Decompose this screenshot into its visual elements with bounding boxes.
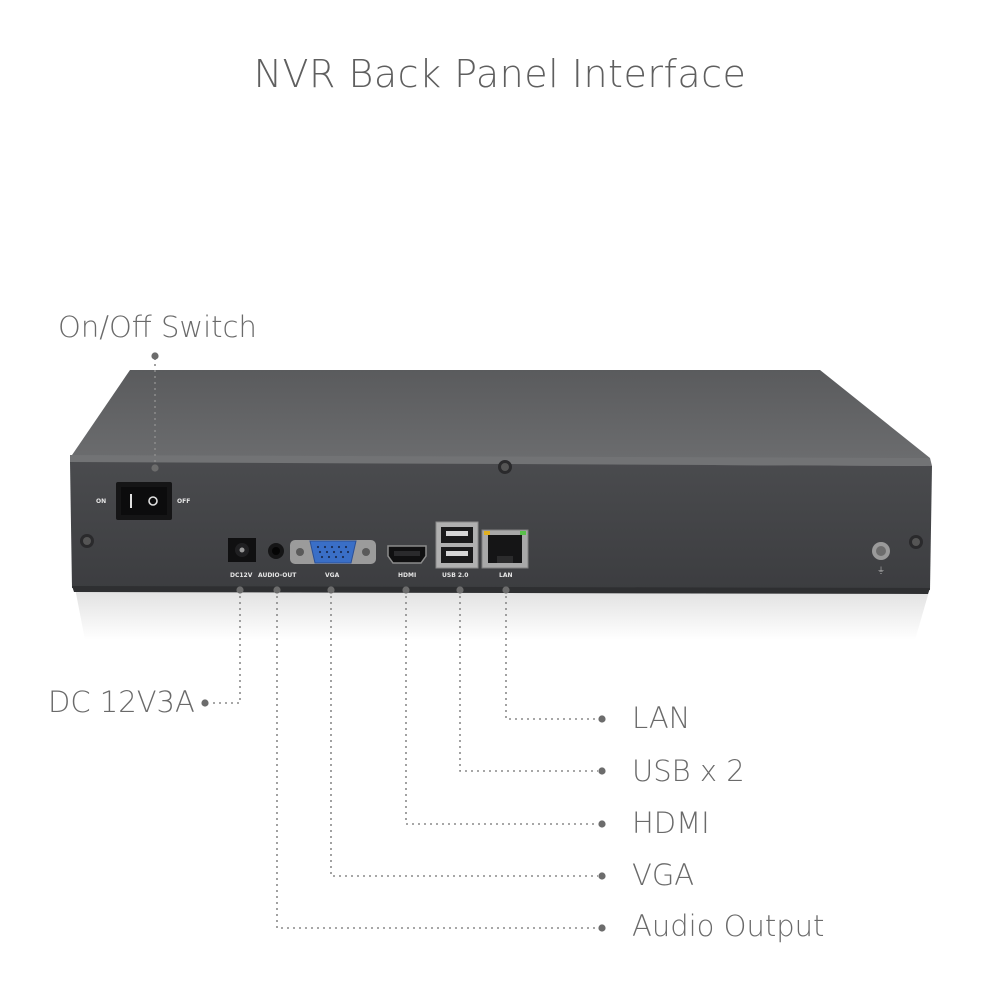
callout-leader-lines — [154, 358, 598, 929]
nvr-front-face — [70, 462, 932, 590]
vga-port-label: VGA — [325, 572, 340, 579]
dc-jack — [228, 538, 256, 562]
hdmi-port-label: HDMI — [398, 572, 416, 579]
callout-dots — [151, 352, 606, 932]
svg-text:⏚: ⏚ — [877, 566, 885, 575]
callout-hdmi: HDMI — [632, 806, 710, 840]
nvr-bottom-edge — [72, 586, 930, 594]
dc-port-label: DC12V — [230, 572, 253, 579]
vga-port — [290, 540, 376, 564]
callout-vga: VGA — [632, 858, 695, 892]
audio-out-jack — [268, 543, 284, 559]
callout-audio: Audio Output — [632, 909, 825, 943]
diagram-title: NVR Back Panel Interface — [253, 52, 747, 96]
lan-port-label: LAN — [499, 572, 513, 579]
callout-switch: On/Off Switch — [58, 310, 257, 344]
screw-icon — [909, 535, 923, 549]
floor-shadow — [75, 588, 930, 640]
screw-icon — [80, 534, 94, 548]
nvr-top-face — [70, 370, 930, 458]
lan-port — [481, 529, 529, 569]
usb-port-label: USB 2.0 — [442, 572, 468, 579]
leader-line-audio — [276, 590, 598, 929]
callout-lan: LAN — [632, 701, 691, 735]
leader-line-usb — [459, 590, 598, 772]
callout-usb: USB x 2 — [632, 754, 745, 788]
callout-dc: DC 12V3A — [48, 685, 195, 719]
power-switch — [116, 482, 172, 520]
screw-icon — [498, 460, 512, 474]
ground-screw-icon: ⏚ — [872, 542, 890, 575]
hdmi-port — [387, 545, 427, 564]
switch-off-label: OFF — [177, 498, 190, 505]
leader-line-vga — [330, 590, 598, 877]
usb-ports — [435, 521, 479, 569]
audio-port-label: AUDIO-OUT — [258, 572, 297, 579]
leader-line-lan — [505, 590, 598, 720]
switch-on-label: ON — [96, 498, 106, 505]
leader-line-hdmi — [405, 590, 598, 825]
leader-line-dc — [212, 590, 241, 704]
